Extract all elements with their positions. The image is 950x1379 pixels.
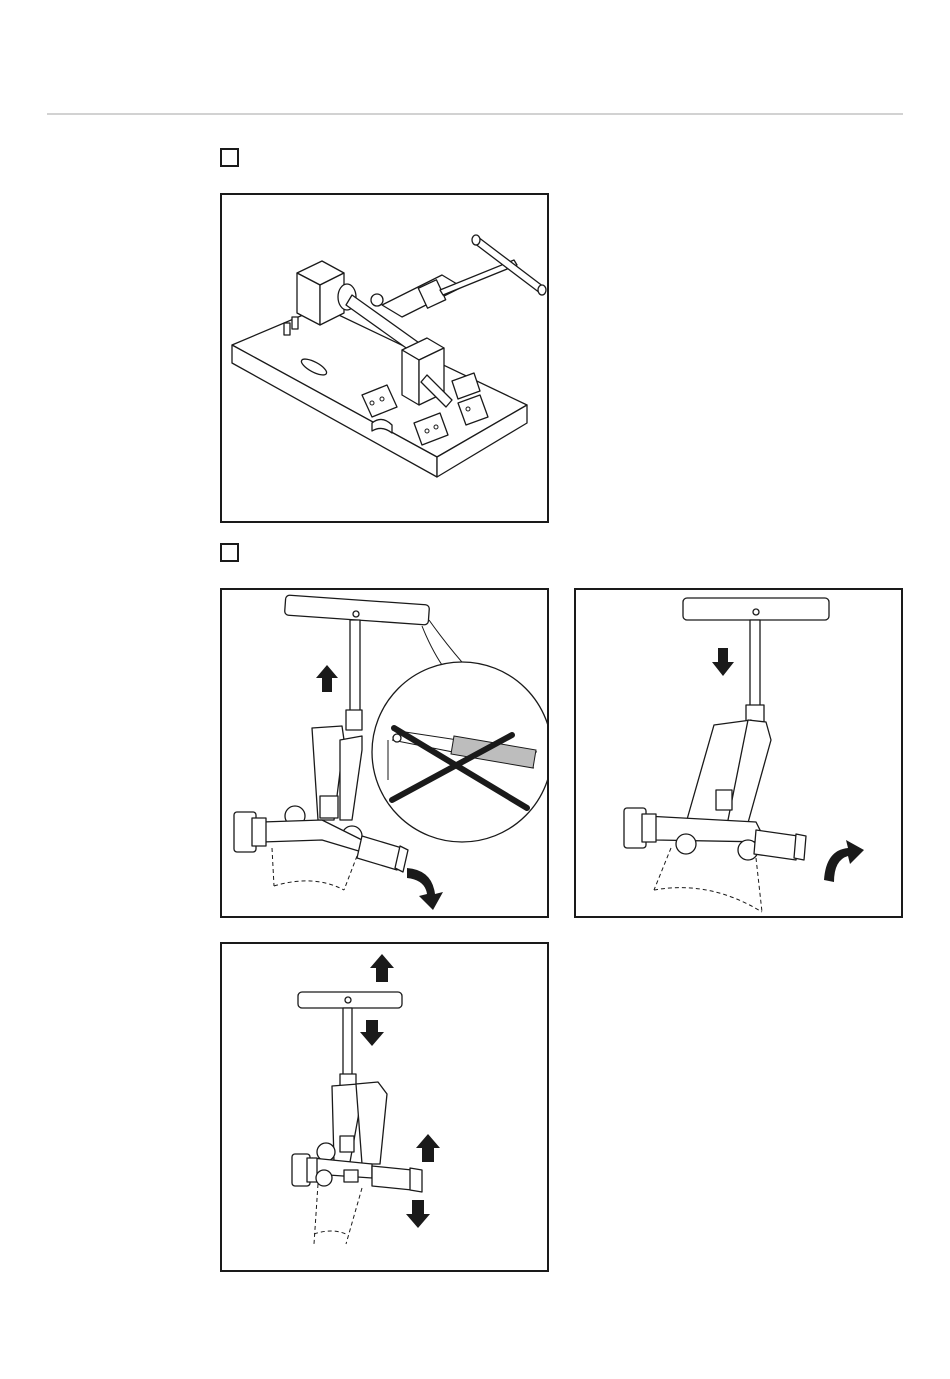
step-2-checkbox[interactable] [220,543,239,562]
header-rule [47,113,903,115]
down-arrow-icon [360,1020,384,1046]
lever-incorrect-illustration [222,590,549,918]
lever-adjust-illustration [222,944,549,1272]
curved-arrow-icon [824,840,864,882]
figure-lever-adjust [220,942,549,1272]
step-1-checkbox[interactable] [220,148,239,167]
up-arrow-icon [370,954,394,982]
figure-base-plate [220,193,549,523]
up-arrow-icon [416,1134,440,1162]
base-plate-illustration [222,195,549,523]
figure-lever-rotate [574,588,903,918]
figure-lever-incorrect [220,588,549,918]
curved-arrow-icon [407,868,443,910]
down-arrow-icon [406,1200,430,1228]
down-arrow-icon [712,648,734,676]
lever-rotate-illustration [576,590,903,918]
up-arrow-icon [316,665,338,692]
